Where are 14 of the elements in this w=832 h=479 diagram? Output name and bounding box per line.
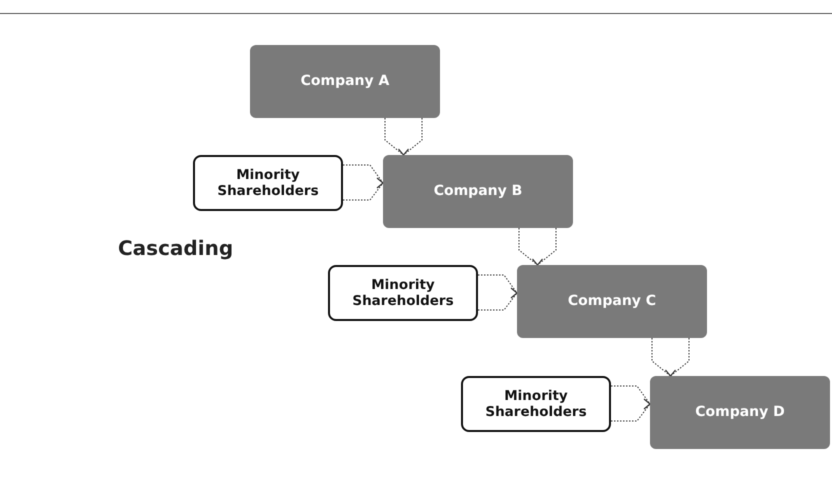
chevron-arrow: [610, 386, 651, 422]
chevron-arrow: [384, 118, 422, 156]
chevron-arrow: [342, 164, 384, 200]
shareholder-box: Minority Shareholders: [328, 265, 478, 321]
chevron-arrow: [518, 228, 556, 266]
company-box: Company C: [517, 265, 707, 338]
company-box: Company D: [650, 376, 830, 449]
diagram-title: Cascading: [118, 236, 234, 260]
company-box: Company B: [383, 155, 573, 228]
chevron-arrow: [478, 274, 518, 310]
shareholder-box: Minority Shareholders: [461, 376, 611, 432]
company-box: Company A: [250, 45, 440, 118]
chevron-arrow: [652, 338, 690, 377]
shareholder-box: Minority Shareholders: [193, 155, 343, 211]
